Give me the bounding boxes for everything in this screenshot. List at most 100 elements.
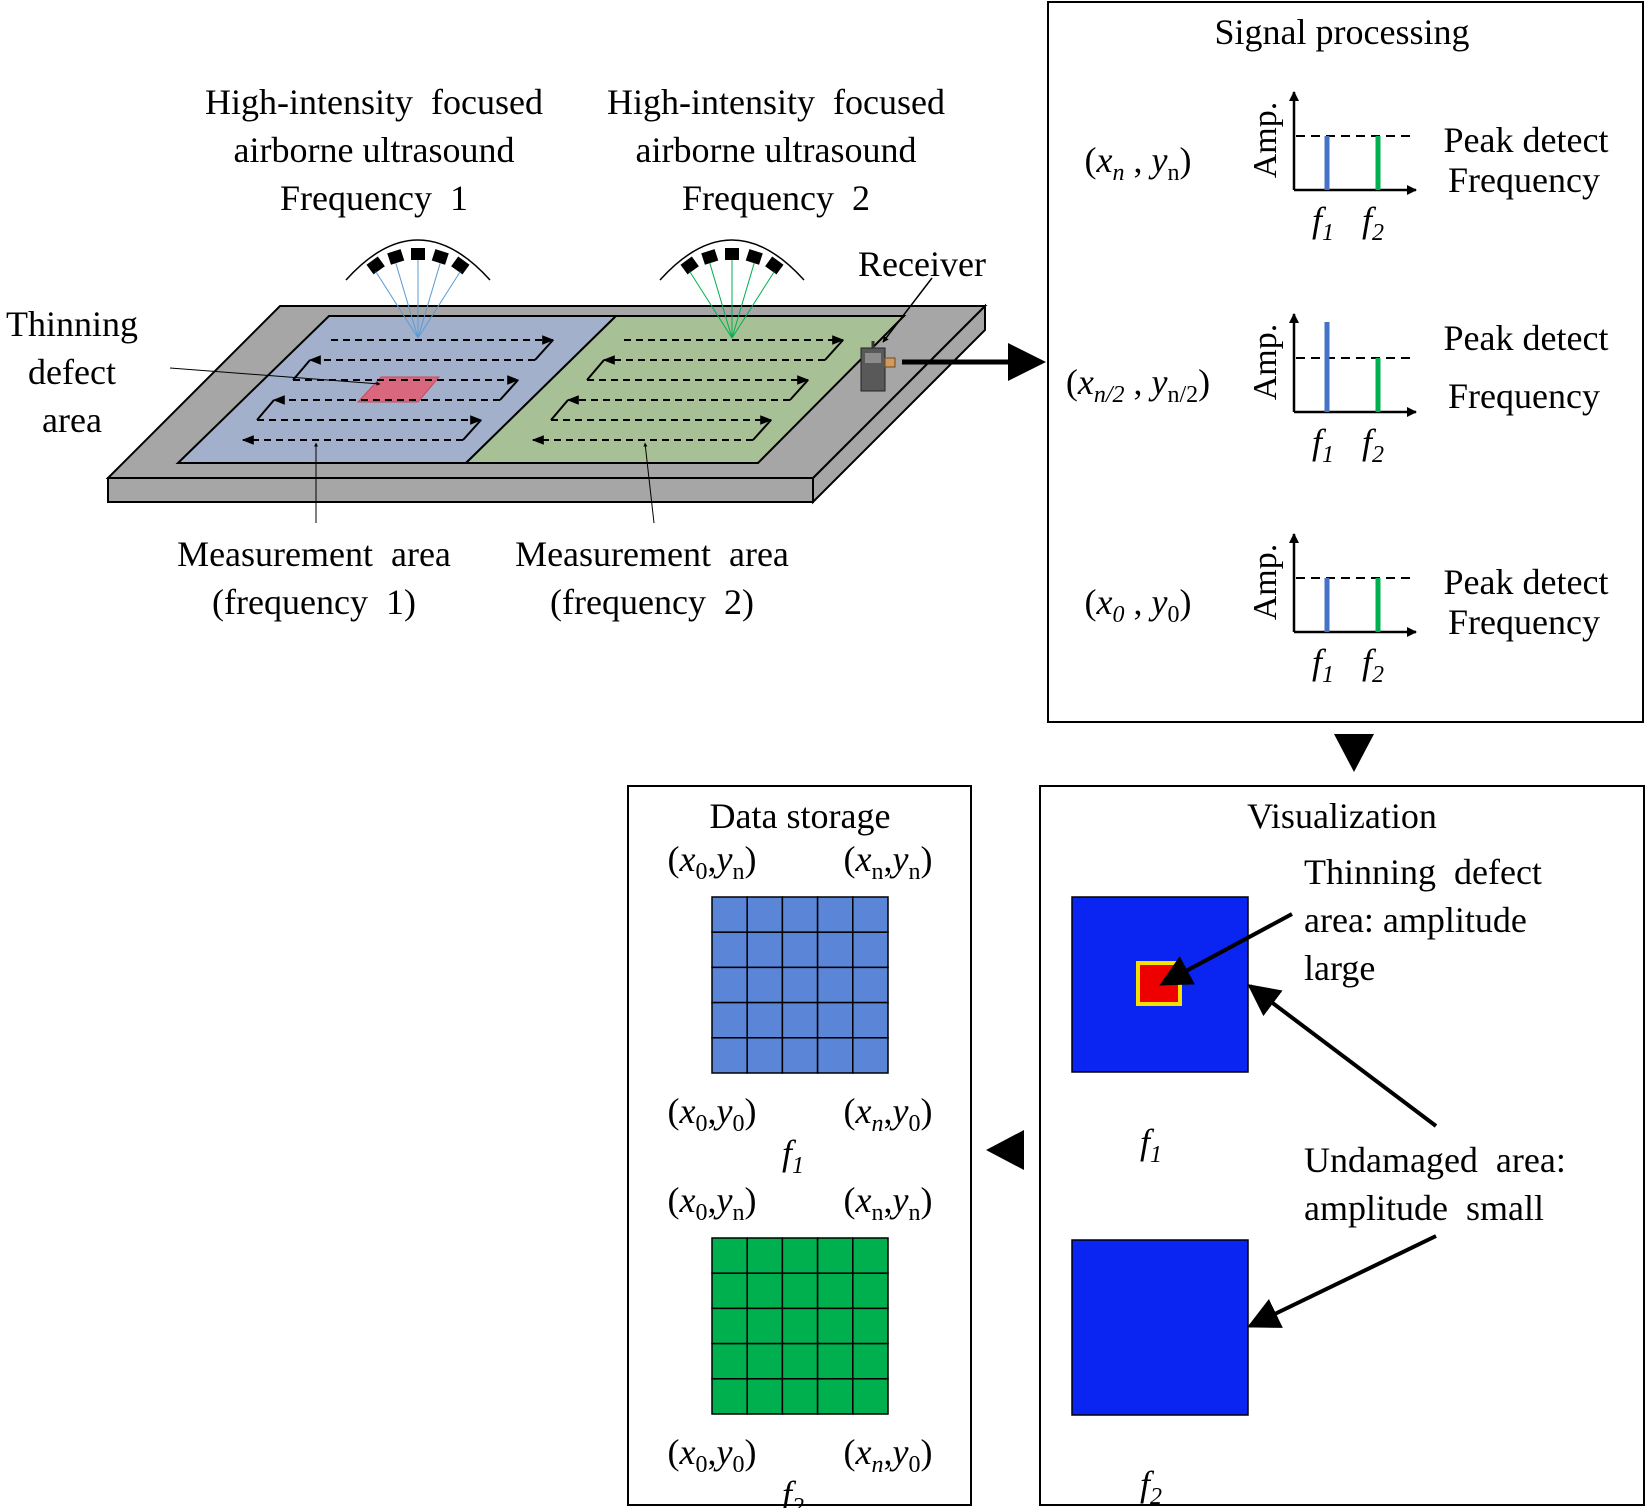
grid-label-sub: 1 — [792, 1153, 804, 1179]
coord-close: ) — [1179, 140, 1191, 180]
corner-x-sub: n — [872, 859, 884, 885]
coord-x-sub: 0 — [1113, 602, 1125, 628]
corner-x-sub: n — [872, 1452, 884, 1478]
corner-x-sub: n — [872, 1111, 884, 1137]
ultrasound-beam-line — [395, 262, 419, 339]
comma: , — [884, 1091, 893, 1131]
undamaged-note-arrow-1 — [1247, 984, 1438, 1128]
transducer2-label-line3: Frequency 2 — [682, 178, 870, 218]
storage-grid-cell — [781, 1037, 819, 1074]
f2-sub: 2 — [1372, 662, 1384, 688]
corner-y: y — [890, 839, 909, 879]
storage-grid-cell — [711, 1342, 748, 1380]
coord-top-right: (xn,yn) — [844, 839, 933, 885]
corner-x-sub: n — [872, 1200, 884, 1226]
corner-y-sub: n — [908, 859, 920, 885]
ultrasound-beam-line — [417, 271, 461, 339]
defect-label-line1: Thinning — [6, 304, 138, 344]
paren-close: ) — [920, 1432, 932, 1472]
corner-y-sub: 0 — [908, 1111, 920, 1137]
coord-sep: , — [1125, 140, 1152, 180]
storage-grid-cell — [711, 1037, 748, 1074]
coord-x-sub: n/2 — [1094, 382, 1125, 408]
receiver-leader-line — [882, 277, 933, 343]
transducer1-label-line1: High-intensity focused — [205, 82, 543, 122]
paren-open: ( — [844, 839, 856, 879]
data-storage-title: Data storage — [710, 796, 891, 836]
area1-label-line1: Measurement area — [177, 534, 451, 574]
storage-grid-cell — [816, 966, 854, 1004]
f1-tick-label: f1 — [1312, 422, 1334, 468]
transducer2-label-line1: High-intensity focused — [607, 82, 945, 122]
storage-grid-cell — [852, 1237, 889, 1274]
storage-grid-cell — [852, 931, 889, 969]
defect-note-line2: area: amplitude — [1304, 900, 1527, 940]
coord-y-sub: n/2 — [1167, 382, 1198, 408]
comma: , — [884, 839, 893, 879]
corner-x-sub: 0 — [696, 1111, 708, 1137]
storage-grid-cell — [781, 966, 819, 1004]
amp-axis-label: Amp. — [1247, 102, 1284, 179]
storage-grid-cell — [816, 1378, 854, 1415]
corner-x: x — [855, 1091, 872, 1131]
undamaged-note-line1: Undamaged area: — [1304, 1140, 1566, 1180]
coord-y-sub: 0 — [1167, 602, 1179, 628]
corner-x: x — [855, 1180, 872, 1220]
storage-grid-cell — [781, 931, 819, 969]
storage-grid-cell — [746, 966, 784, 1004]
storage-grid-cell — [852, 1037, 889, 1074]
storage-grid-cell — [781, 1342, 819, 1380]
corner-x: x — [679, 1432, 696, 1472]
storage-grid-group: (x0,yn)(xn,yn)(x0,y0)(xn,y0)f1 — [668, 839, 933, 1179]
storage-grid-label: f2 — [782, 1474, 804, 1508]
coord-y-sub: n — [1167, 160, 1179, 186]
paren-open: ( — [844, 1432, 856, 1472]
storage-grid-cell — [711, 896, 748, 933]
signal-coordinate: (xn/2 , yn/2) — [1066, 362, 1210, 408]
flow-arrow-left — [986, 1130, 1024, 1170]
storage-grid-cell — [852, 1272, 889, 1310]
corner-y: y — [890, 1091, 909, 1131]
ultrasound-beam-line — [689, 271, 733, 339]
storage-grid-cell — [746, 1307, 784, 1345]
coord-top-left: (x0,yn) — [668, 839, 757, 885]
comma: , — [708, 1432, 717, 1472]
visualization-panel: Visualization f1 f2 Thinning defect area… — [1039, 785, 1645, 1508]
corner-x: x — [679, 839, 696, 879]
ultrasound-beam-line — [709, 262, 733, 339]
coord-bottom-left: (x0,y0) — [668, 1091, 757, 1137]
signal-processing-frame — [1047, 1, 1644, 723]
storage-grid-cell — [852, 1342, 889, 1380]
transducer-element-icon — [431, 249, 449, 265]
defect-note-line3: large — [1304, 948, 1375, 988]
signal-coordinate: (x0 , y0) — [1085, 582, 1192, 628]
measurement-area-2 — [463, 315, 907, 464]
corner-y-sub: 0 — [908, 1452, 920, 1478]
coord-sep: , — [1125, 362, 1152, 402]
corner-y-sub: 0 — [732, 1111, 744, 1137]
ultrasound-beam-line — [375, 271, 419, 339]
signal-processing-title: Signal processing — [1215, 12, 1470, 52]
f1-sub: 1 — [1322, 442, 1334, 468]
paren-open: ( — [668, 1180, 680, 1220]
transducer-element-icon — [411, 248, 425, 260]
corner-y-sub: 0 — [732, 1452, 744, 1478]
f2-sub: 2 — [1372, 220, 1384, 246]
corner-y-sub: n — [732, 1200, 744, 1226]
storage-grid-cell — [852, 1378, 889, 1415]
paren-close: ) — [920, 1180, 932, 1220]
paren-open: ( — [844, 1180, 856, 1220]
storage-grid-cell — [781, 896, 819, 933]
paren-close: ) — [744, 1432, 756, 1472]
storage-grid-cell — [816, 1001, 854, 1039]
storage-grid-cell — [852, 896, 889, 933]
storage-grid-cell — [746, 1001, 784, 1039]
corner-x: x — [855, 1432, 872, 1472]
paren-close: ) — [920, 839, 932, 879]
corner-x: x — [679, 1180, 696, 1220]
coord-top-right: (xn,yn) — [844, 1180, 933, 1226]
signal-coordinate: (xn , yn) — [1085, 140, 1192, 186]
coord-y: y — [1149, 582, 1168, 622]
